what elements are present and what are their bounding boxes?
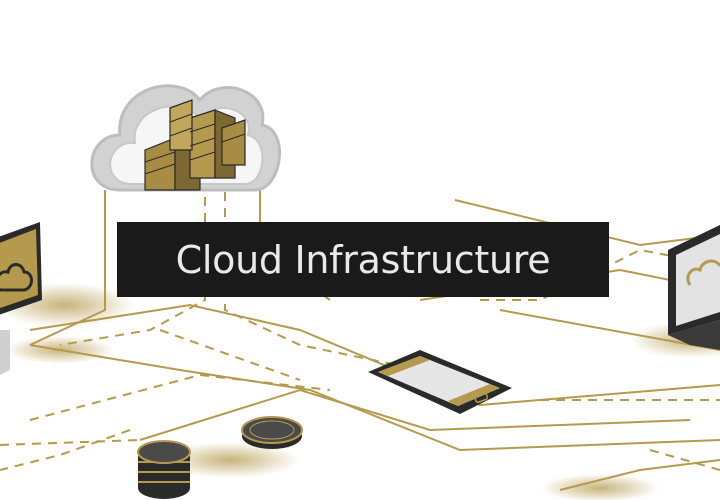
banner-title: Cloud Infrastructure: [175, 237, 551, 282]
smartphone-icon: [368, 350, 512, 414]
glow-spot: [540, 474, 660, 500]
cloud-server-icon: [90, 84, 281, 192]
coin-stack-icon: [137, 440, 191, 499]
title-banner: Cloud Infrastructure: [117, 222, 609, 297]
glow-spot: [5, 336, 115, 364]
network-lines: [29, 150, 720, 491]
coin-stack-icon: [241, 416, 303, 449]
laptop-icon: [668, 225, 720, 350]
desktop-monitor-icon: [0, 222, 42, 375]
glow-spot: [160, 442, 300, 478]
